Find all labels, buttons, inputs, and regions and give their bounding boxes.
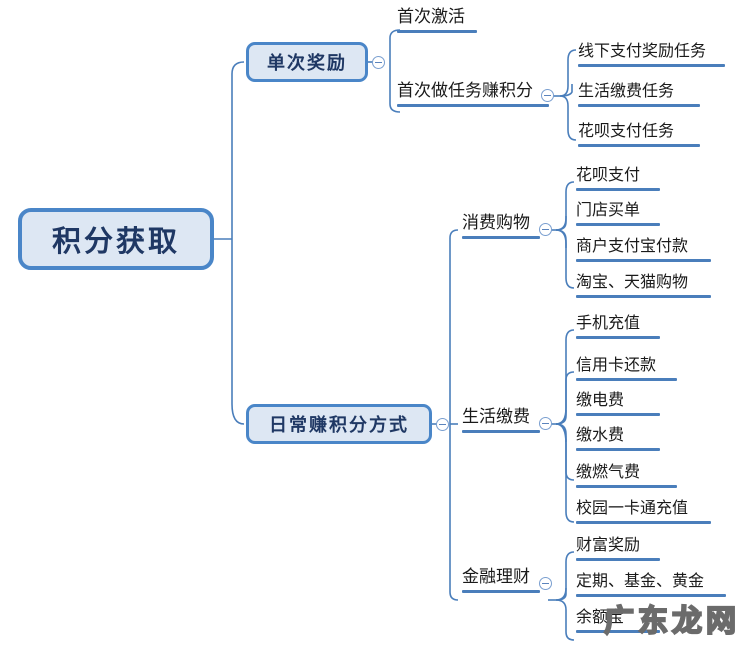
- node-underline: [576, 558, 660, 561]
- node-underline: [576, 448, 660, 451]
- leaf-mendian-maidan[interactable]: 门店买单: [572, 199, 664, 229]
- node-label: 花呗支付: [576, 165, 641, 184]
- node-underline: [578, 104, 700, 107]
- node-underline: [576, 188, 660, 191]
- leaf-shouji-chongzhi[interactable]: 手机充值: [572, 312, 664, 342]
- node-label: 定期、基金、黄金: [576, 571, 705, 590]
- node-underline: [462, 430, 540, 433]
- node-underline: [576, 485, 677, 488]
- node-xiaofei-gouwu[interactable]: 消费购物: [458, 212, 544, 242]
- node-label: 线下支付奖励任务: [578, 41, 707, 60]
- node-underline: [576, 630, 660, 633]
- node-label: 首次激活: [397, 7, 465, 27]
- node-jinrong-licai[interactable]: 金融理财: [458, 566, 544, 596]
- node-label: 校园一卡通充值: [576, 498, 689, 517]
- leaf-xiaoyuan-yikatong-chongzhi[interactable]: 校园一卡通充值: [572, 497, 715, 527]
- node-underline: [576, 594, 726, 597]
- node-shouci-zuo-renwu[interactable]: 首次做任务赚积分: [393, 80, 553, 110]
- node-label: 消费购物: [462, 213, 530, 233]
- node-underline: [397, 30, 477, 33]
- collapse-toggle-shenghuo-jiaofei[interactable]: [539, 417, 552, 430]
- node-label: 财富奖励: [576, 535, 641, 554]
- node-label: 余额宝: [576, 607, 625, 626]
- node-label: 缴电费: [576, 390, 625, 409]
- collapse-toggle-shouci-zuo-renwu[interactable]: [541, 89, 554, 102]
- node-underline: [462, 236, 540, 239]
- node-underline: [576, 378, 677, 381]
- root-node[interactable]: 积分获取: [18, 208, 214, 270]
- watermark: 广东龙网: [603, 603, 740, 640]
- node-label: 缴水费: [576, 425, 625, 444]
- leaf-yuebao[interactable]: 余额宝: [572, 606, 664, 636]
- node-underline: [578, 64, 725, 67]
- leaf-huabei-zhifu[interactable]: 花呗支付: [572, 164, 664, 194]
- node-label: 门店买单: [576, 200, 641, 219]
- leaf-huabei-zhifu-renwu[interactable]: 花呗支付任务: [574, 120, 704, 150]
- collapse-toggle-xiaofei-gouwu[interactable]: [539, 223, 552, 236]
- node-underline: [397, 104, 549, 107]
- branch-node-richang-zhuan-jifen[interactable]: 日常赚积分方式: [246, 404, 432, 444]
- leaf-jiao-ranqifei[interactable]: 缴燃气费: [572, 461, 681, 491]
- node-underline: [462, 590, 540, 593]
- leaf-jiao-shuifei[interactable]: 缴水费: [572, 424, 664, 454]
- node-underline: [576, 223, 660, 226]
- leaf-shanghu-zhifubao-fukuan[interactable]: 商户支付宝付款: [572, 235, 715, 265]
- collapse-toggle-jinrong-licai[interactable]: [539, 577, 552, 590]
- collapse-toggle-danci-jiangli[interactable]: [372, 56, 385, 69]
- branch-node-danci-jiangli[interactable]: 单次奖励: [246, 42, 368, 82]
- node-shouci-jihuo[interactable]: 首次激活: [393, 6, 481, 36]
- node-label: 信用卡还款: [576, 355, 657, 374]
- node-label: 淘宝、天猫购物: [576, 272, 689, 291]
- node-underline: [576, 521, 711, 524]
- collapse-toggle-richang[interactable]: [436, 418, 449, 431]
- node-underline: [576, 336, 660, 339]
- node-label: 生活缴费: [462, 407, 530, 427]
- node-underline: [576, 259, 711, 262]
- leaf-jiao-dianfei[interactable]: 缴电费: [572, 389, 664, 419]
- leaf-dingqi-jijin-huangjin[interactable]: 定期、基金、黄金: [572, 570, 730, 600]
- leaf-taobao-tmall-gouwu[interactable]: 淘宝、天猫购物: [572, 271, 715, 301]
- leaf-caifu-jiangli[interactable]: 财富奖励: [572, 534, 664, 564]
- node-underline: [576, 413, 660, 416]
- leaf-xianxia-zhifu-jiangli-renwu[interactable]: 线下支付奖励任务: [574, 40, 729, 70]
- node-underline: [576, 295, 711, 298]
- node-label: 缴燃气费: [576, 462, 641, 481]
- node-label: 首次做任务赚积分: [397, 81, 533, 101]
- node-label: 生活缴费任务: [578, 81, 675, 100]
- node-label: 花呗支付任务: [578, 121, 675, 140]
- node-label: 手机充值: [576, 313, 641, 332]
- node-label: 金融理财: [462, 567, 530, 587]
- leaf-shenghuo-jiaofei-renwu[interactable]: 生活缴费任务: [574, 80, 704, 110]
- node-shenghuo-jiaofei[interactable]: 生活缴费: [458, 406, 544, 436]
- node-underline: [578, 144, 700, 147]
- node-label: 商户支付宝付款: [576, 236, 689, 255]
- leaf-xinyongka-huankuan[interactable]: 信用卡还款: [572, 354, 681, 384]
